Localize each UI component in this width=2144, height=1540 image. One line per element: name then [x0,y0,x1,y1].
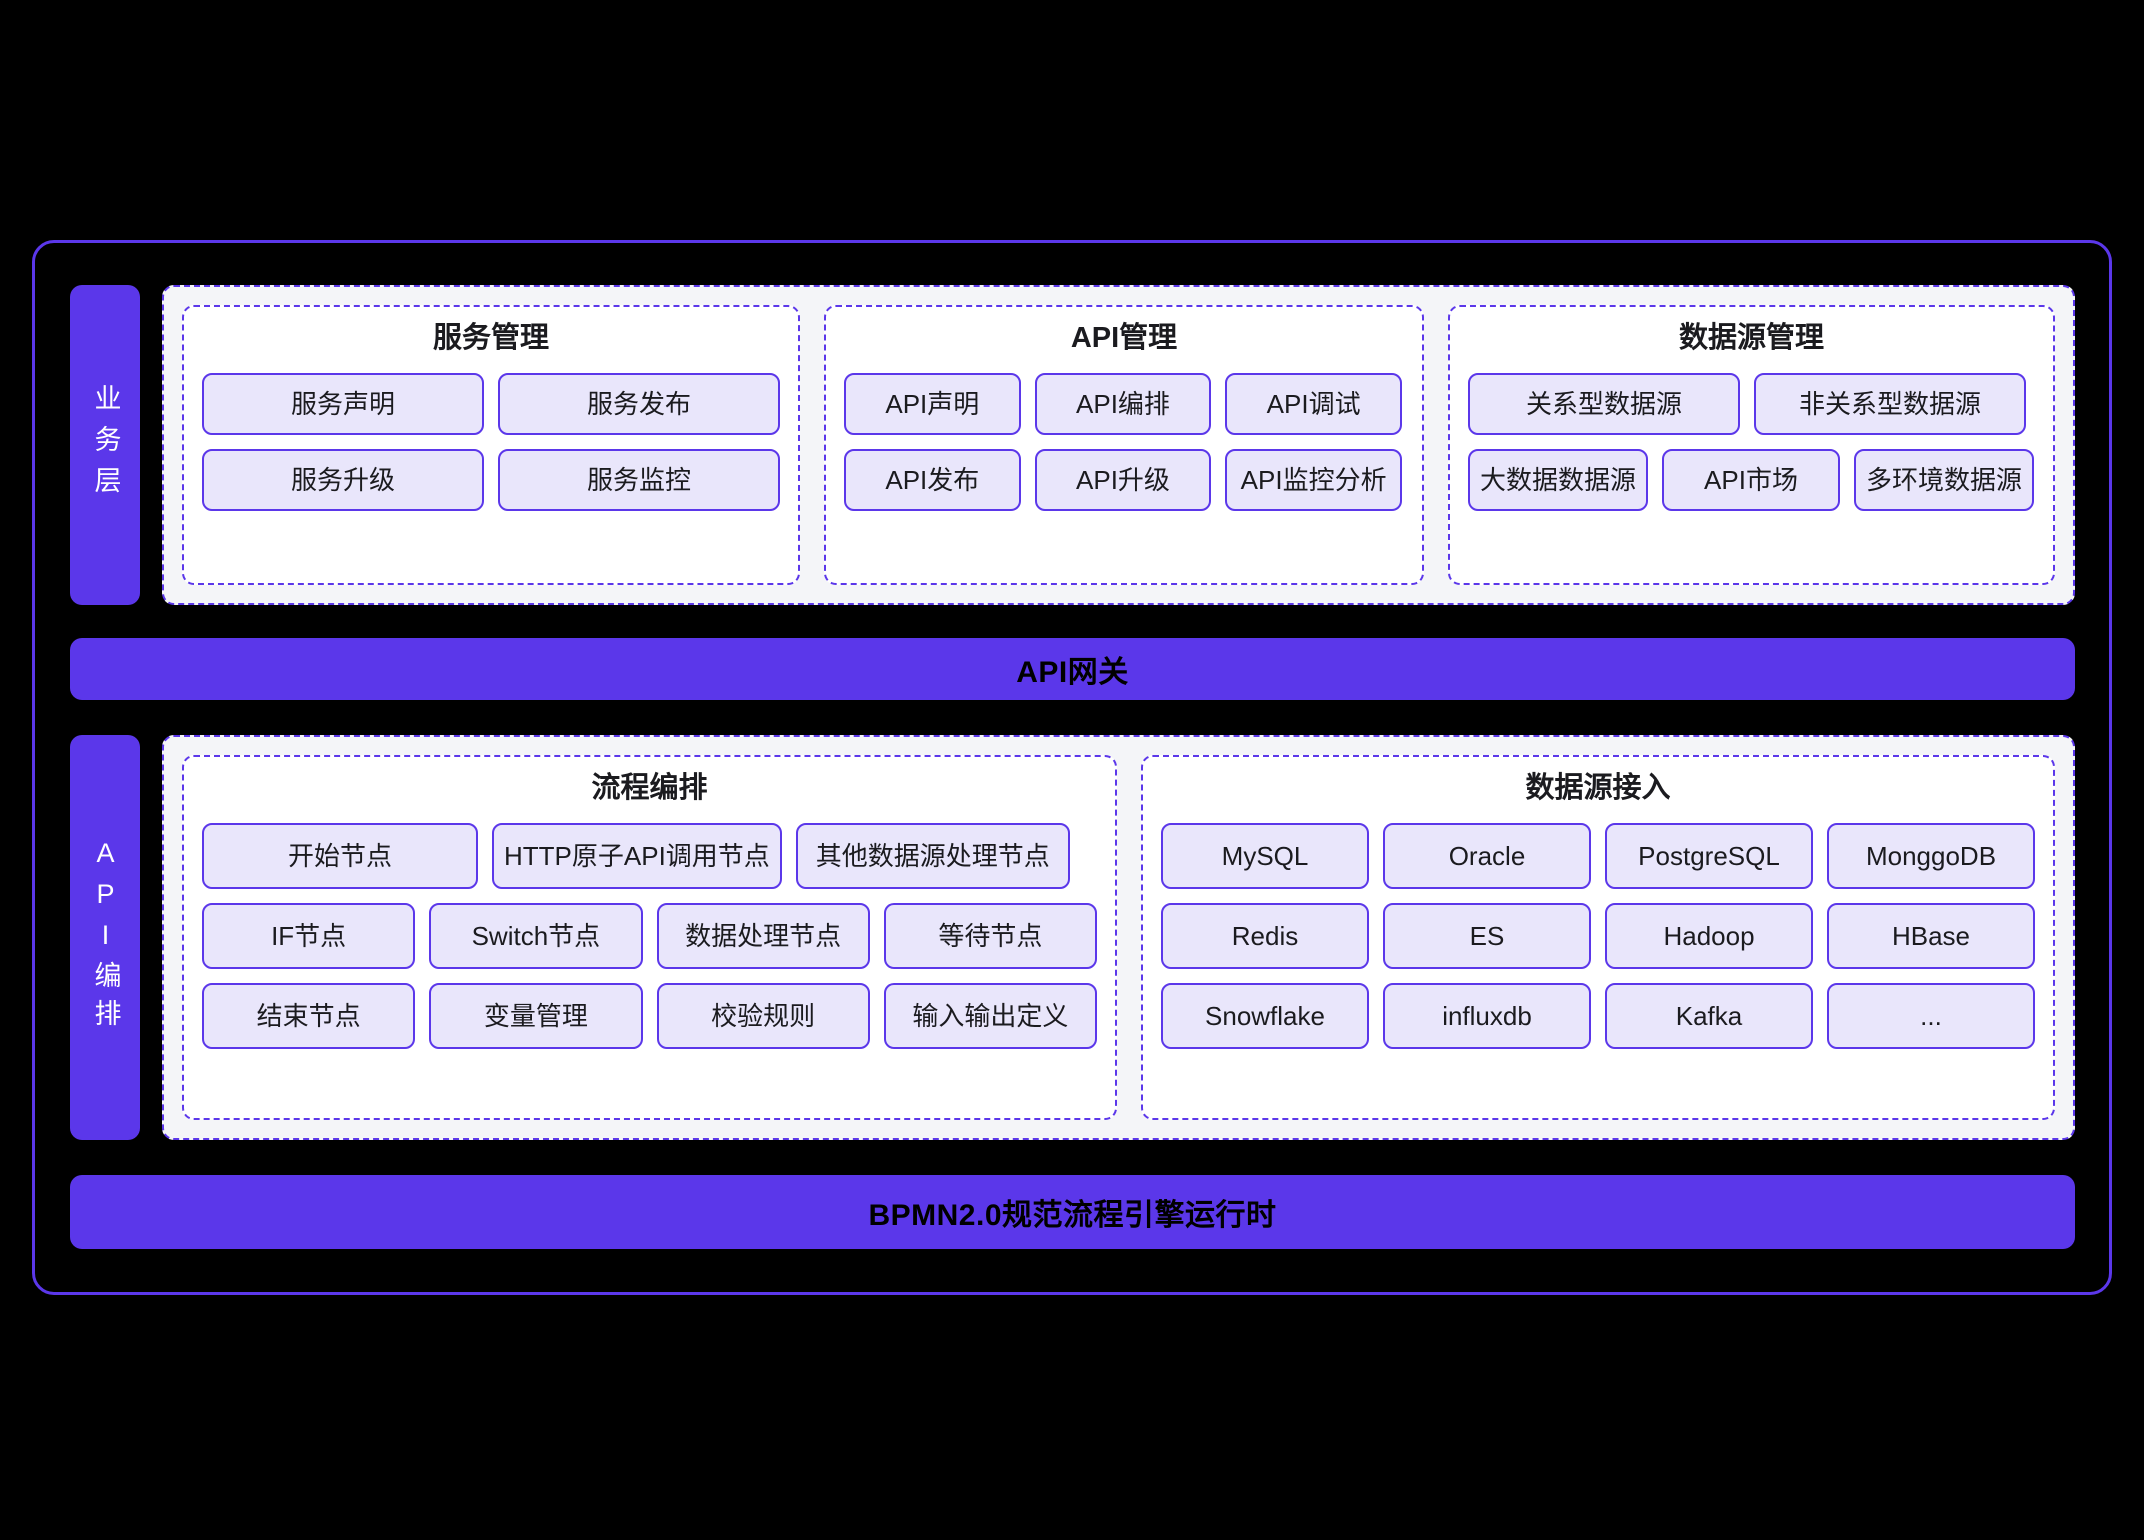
chip-io-definition[interactable]: 输入输出定义 [883,982,1097,1049]
api-orchestration-panel: 流程编排 开始节点 HTTP原子API调用节点 其他数据源处理节点 IF节点 S… [162,735,2075,1140]
group-title-datasource-access: 数据源接入 [1525,772,1671,804]
chip-start-node[interactable]: 开始节点 [202,822,478,889]
group-process-orchestration: 流程编排 开始节点 HTTP原子API调用节点 其他数据源处理节点 IF节点 S… [182,755,1117,1120]
outer-frame-border [32,240,2112,1295]
business-layer-row: 业务层 服务管理 服务声明 服务发布 服务升级 服务监控 API管理 API声明… [70,285,2075,605]
chip-list-process-orchestration: 开始节点 HTTP原子API调用节点 其他数据源处理节点 IF节点 Switch… [202,822,1097,1049]
chip-kafka[interactable]: Kafka [1605,982,1813,1049]
side-tab-business-layer-label: 业务层 [90,383,121,507]
chip-influxdb[interactable]: influxdb [1383,982,1591,1049]
chip-service-upgrade[interactable]: 服务升级 [202,448,484,511]
chip-api-orchestration[interactable]: API编排 [1034,372,1212,435]
chip-api-upgrade[interactable]: API升级 [1034,448,1212,511]
chip-mongodb[interactable]: MonggoDB [1827,822,2035,889]
chip-data-processing-node[interactable]: 数据处理节点 [656,902,870,969]
group-datasource-management: 数据源管理 关系型数据源 非关系型数据源 大数据数据源 API市场 多环境数据源 [1448,305,2055,585]
chip-http-atomic-api-node[interactable]: HTTP原子API调用节点 [492,822,782,889]
chip-postgresql[interactable]: PostgreSQL [1605,822,1813,889]
chip-list-datasource-access: MySQL Oracle PostgreSQL MonggoDB Redis E… [1161,822,2035,1049]
chip-other-datasource-node[interactable]: 其他数据源处理节点 [795,822,1070,889]
chip-end-node[interactable]: 结束节点 [202,982,416,1049]
chip-api-publish[interactable]: API发布 [844,448,1021,511]
chip-api-marketplace[interactable]: API市场 [1662,448,1841,511]
chip-nonrelational-datasource[interactable]: 非关系型数据源 [1754,372,2026,435]
api-orchestration-row: API编排 流程编排 开始节点 HTTP原子API调用节点 其他数据源处理节点 … [70,735,2075,1140]
business-layer-panel: 服务管理 服务声明 服务发布 服务升级 服务监控 API管理 API声明 API… [162,285,2075,605]
chip-validation-rules[interactable]: 校验规则 [656,982,870,1049]
chip-redis[interactable]: Redis [1161,902,1369,969]
chip-api-debug[interactable]: API调试 [1225,372,1402,435]
chip-if-node[interactable]: IF节点 [202,902,416,969]
chip-service-declaration[interactable]: 服务声明 [202,372,484,435]
chip-wait-node[interactable]: 等待节点 [883,902,1097,969]
chip-list-service-management: 服务声明 服务发布 服务升级 服务监控 [202,372,780,511]
group-datasource-access: 数据源接入 MySQL Oracle PostgreSQL MonggoDB R… [1141,755,2055,1120]
bpmn-runtime-label: BPMN2.0规范流程引擎运行时 [868,1199,1277,1232]
side-tab-api-orchestration-label: API编排 [90,838,121,1037]
group-title-service-management: 服务管理 [432,322,549,354]
chip-api-declaration[interactable]: API声明 [844,372,1021,435]
side-tab-business-layer: 业务层 [70,285,140,605]
chip-variable-management[interactable]: 变量管理 [429,982,643,1049]
chip-list-datasource-management: 关系型数据源 非关系型数据源 大数据数据源 API市场 多环境数据源 [1468,372,2035,511]
chip-es[interactable]: ES [1383,902,1591,969]
chip-switch-node[interactable]: Switch节点 [429,902,643,969]
group-api-management: API管理 API声明 API编排 API调试 API发布 API升级 API监… [824,305,1424,585]
chip-oracle[interactable]: Oracle [1383,822,1591,889]
group-title-api-management: API管理 [1070,322,1178,354]
chip-hbase[interactable]: HBase [1827,902,2035,969]
chip-mysql[interactable]: MySQL [1161,822,1369,889]
bpmn-runtime-band: BPMN2.0规范流程引擎运行时 [70,1175,2075,1249]
chip-relational-datasource[interactable]: 关系型数据源 [1468,372,1740,435]
side-tab-api-orchestration: API编排 [70,735,140,1140]
api-gateway-band: API网关 [70,638,2075,700]
chip-list-api-management: API声明 API编排 API调试 API发布 API升级 API监控分析 [844,372,1404,511]
group-service-management: 服务管理 服务声明 服务发布 服务升级 服务监控 [182,305,800,585]
chip-service-publish[interactable]: 服务发布 [498,372,780,435]
chip-bigdata-datasource[interactable]: 大数据数据源 [1468,448,1649,511]
chip-multienv-datasource[interactable]: 多环境数据源 [1854,448,2035,511]
chip-snowflake[interactable]: Snowflake [1161,982,1369,1049]
chip-service-monitor[interactable]: 服务监控 [498,448,780,511]
group-title-process-orchestration: 流程编排 [591,772,708,804]
chip-more[interactable]: ... [1827,982,2035,1049]
chip-api-monitor-analysis[interactable]: API监控分析 [1225,448,1402,511]
api-gateway-label: API网关 [1016,656,1129,689]
group-title-datasource-management: 数据源管理 [1678,322,1824,354]
chip-hadoop[interactable]: Hadoop [1605,902,1813,969]
